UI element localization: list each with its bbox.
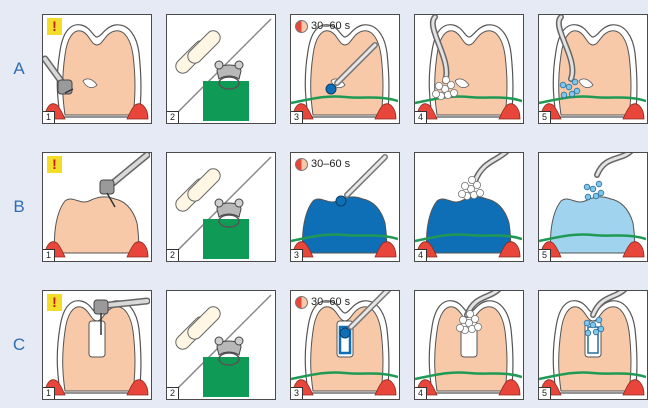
step-panel: 5: [538, 14, 648, 124]
step-number: 2: [167, 111, 179, 123]
step-illustration: [415, 153, 522, 260]
step-illustration: [167, 153, 274, 260]
step-panel: 4: [414, 290, 524, 400]
step-panel: 4: [414, 152, 524, 262]
row-label: A: [6, 59, 32, 79]
step-illustration: [415, 291, 522, 398]
step-number: 4: [415, 111, 427, 123]
step-number: 3: [291, 249, 303, 261]
step-panel: !1: [42, 152, 152, 262]
timer-icon: [295, 158, 308, 171]
step-panel: !1: [42, 14, 152, 124]
step-number: 5: [539, 249, 551, 261]
etch-timer: 30–60 s: [295, 156, 350, 172]
step-illustration: [167, 15, 274, 122]
step-number: 5: [539, 387, 551, 399]
etch-time-label: 30–60 s: [311, 158, 350, 170]
step-panel: 2: [166, 290, 276, 400]
step-number: 4: [415, 249, 427, 261]
step-panel: 30–60 s 3: [290, 14, 400, 124]
step-panel: 5: [538, 152, 648, 262]
step-number: 3: [291, 387, 303, 399]
step-number: 1: [43, 249, 55, 261]
step-illustration: [167, 291, 274, 398]
warning-icon: !: [47, 18, 62, 35]
step-number: 2: [167, 249, 179, 261]
step-number: 2: [167, 387, 179, 399]
etch-time-label: 30–60 s: [311, 296, 350, 308]
cotton-roll-icon: [173, 28, 223, 76]
timer-icon: [295, 20, 308, 33]
step-panel: 30–60 s 3: [290, 152, 400, 262]
warning-icon: !: [47, 294, 62, 311]
step-panel: 5: [538, 290, 648, 400]
cotton-roll-icon: [173, 304, 223, 352]
etch-timer: 30–60 s: [295, 294, 350, 310]
rinse-nozzle-icon: [597, 153, 631, 175]
step-panel: 2: [166, 14, 276, 124]
timer-icon: [295, 296, 308, 309]
step-illustration: [539, 15, 646, 122]
step-illustration: [539, 153, 646, 260]
step-illustration: [415, 15, 522, 122]
step-number: 5: [539, 111, 551, 123]
cotton-roll-icon: [173, 166, 223, 214]
step-panel: !1: [42, 290, 152, 400]
rinse-nozzle-icon: [475, 153, 507, 181]
row-label: C: [6, 335, 32, 355]
etch-time-label: 30–60 s: [311, 20, 350, 32]
step-illustration: [539, 291, 646, 398]
step-panel: 4: [414, 14, 524, 124]
row-label: B: [6, 197, 32, 217]
step-number: 1: [43, 387, 55, 399]
step-number: 4: [415, 387, 427, 399]
step-number: 1: [43, 111, 55, 123]
etch-timer: 30–60 s: [295, 18, 350, 34]
step-panel: 2: [166, 152, 276, 262]
step-panel: 30–60 s 3: [290, 290, 400, 400]
step-number: 3: [291, 111, 303, 123]
warning-icon: !: [47, 156, 62, 173]
